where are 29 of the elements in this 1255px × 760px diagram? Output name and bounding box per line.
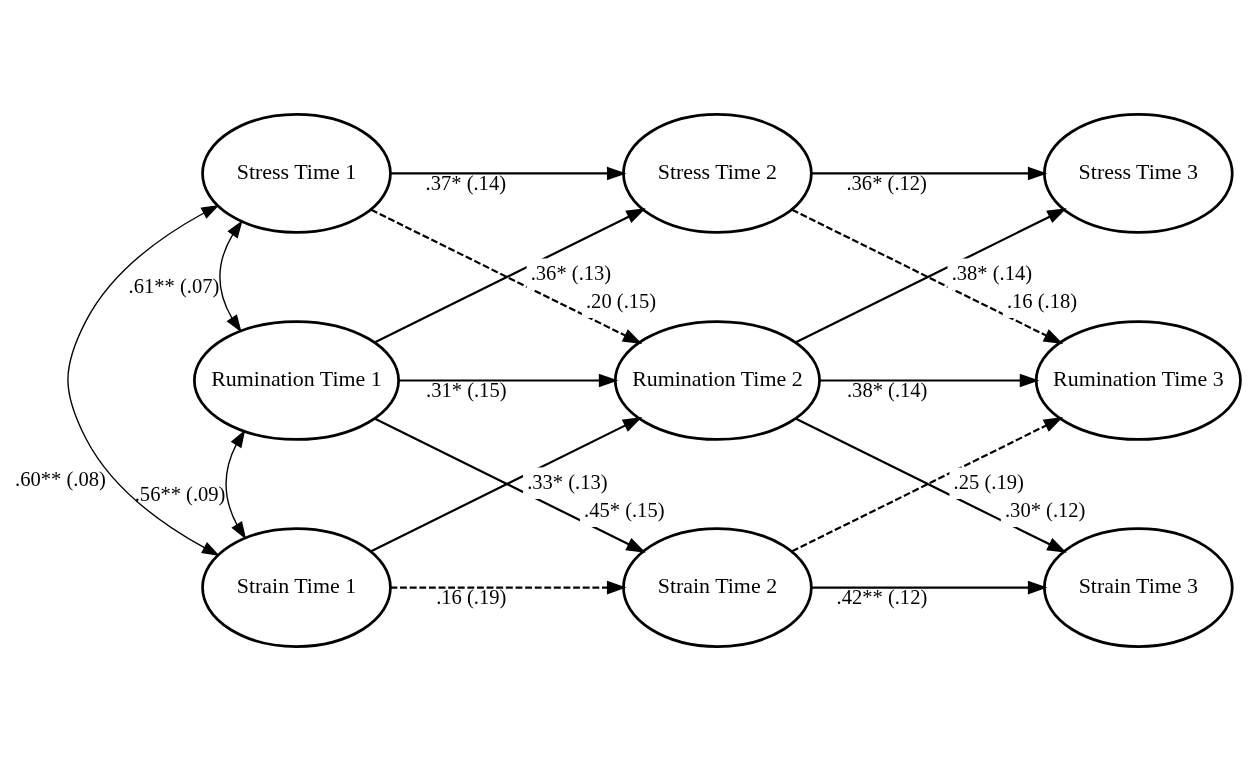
edge-label: .42** (.12): [836, 585, 928, 608]
arrow: [67, 204, 220, 556]
edge-label: .33* (.13): [527, 470, 608, 493]
edge-label: .16 (.19): [436, 585, 507, 608]
edge-label: .31* (.15): [426, 378, 507, 401]
edge-label: .36* (.13): [530, 261, 612, 284]
edge-label: .25 (.19): [953, 470, 1024, 493]
node-ellipse: Rumination Time 1: [193, 319, 400, 441]
edge-label: .61** (.07): [128, 274, 220, 297]
arrow: [219, 219, 243, 332]
arrow: [390, 580, 627, 594]
arrow: [390, 166, 627, 180]
arrow: [811, 580, 1048, 594]
arrow: [811, 166, 1048, 180]
edge-label: .38* (.14): [951, 261, 1033, 284]
edge-label: .56** (.09): [134, 482, 226, 505]
edge-label: .45* (.15): [584, 498, 665, 521]
node-ellipse: Rumination Time 3: [1034, 319, 1242, 441]
edge-label: .16 (.18): [1006, 289, 1078, 312]
arrow: [820, 373, 1040, 387]
edge-label: .20 (.15): [586, 289, 657, 312]
edge-label: .30* (.12): [1004, 498, 1086, 521]
edge-label: .38* (.14): [846, 378, 928, 401]
edge-label: .36* (.12): [846, 171, 927, 194]
arrow: [399, 373, 619, 387]
edge-label: .60** (.08): [15, 467, 106, 490]
edge-label: .37* (.14): [425, 171, 507, 194]
node-ellipse: Rumination Time 2: [613, 319, 821, 441]
arrow: [225, 429, 247, 540]
